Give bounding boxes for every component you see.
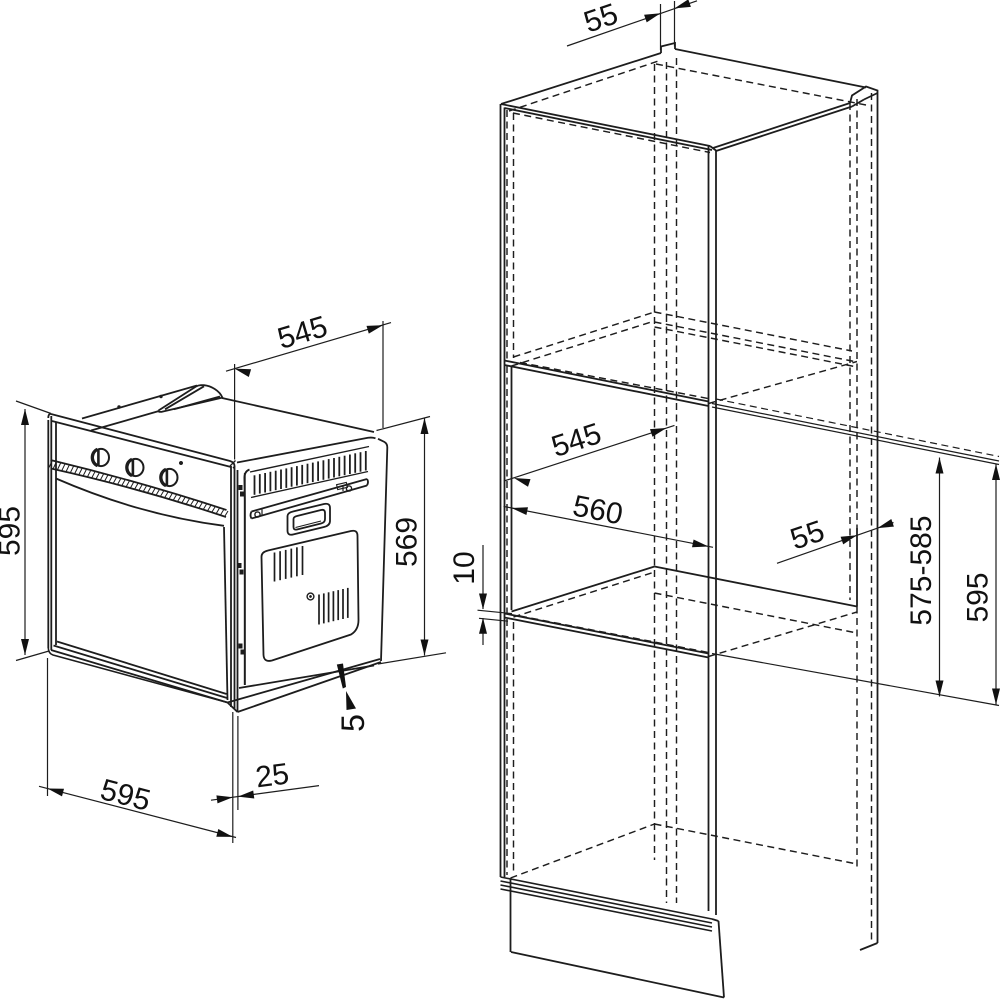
svg-text:595: 595 <box>961 572 994 622</box>
svg-text:10: 10 <box>448 551 481 584</box>
svg-text:569: 569 <box>390 517 423 567</box>
svg-text:575-585: 575-585 <box>905 515 938 625</box>
svg-text:5: 5 <box>335 714 371 732</box>
svg-text:595: 595 <box>0 506 26 556</box>
svg-text:25: 25 <box>254 757 291 794</box>
